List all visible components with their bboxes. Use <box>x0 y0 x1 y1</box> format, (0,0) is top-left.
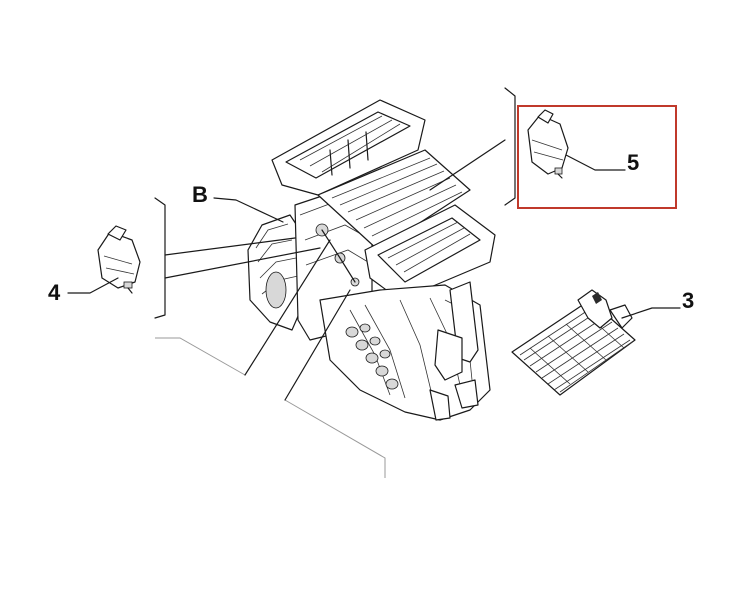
part-5-highlight-box <box>517 105 677 209</box>
callout-label-3: 3 <box>682 288 694 313</box>
callout-label-5: 5 <box>627 150 639 175</box>
hvac-housing-assembly <box>247 99 496 421</box>
guide-lines <box>155 337 386 478</box>
callout-label-4: 4 <box>48 280 61 305</box>
part-5-actuator <box>527 109 569 179</box>
part-4-actuator <box>97 225 141 294</box>
callout-label-b: B <box>192 182 208 207</box>
callout-leaders <box>67 154 681 401</box>
part-3-heater-grid <box>511 289 636 396</box>
part-5-bracket <box>429 87 516 206</box>
part-4-bracket <box>154 197 321 319</box>
